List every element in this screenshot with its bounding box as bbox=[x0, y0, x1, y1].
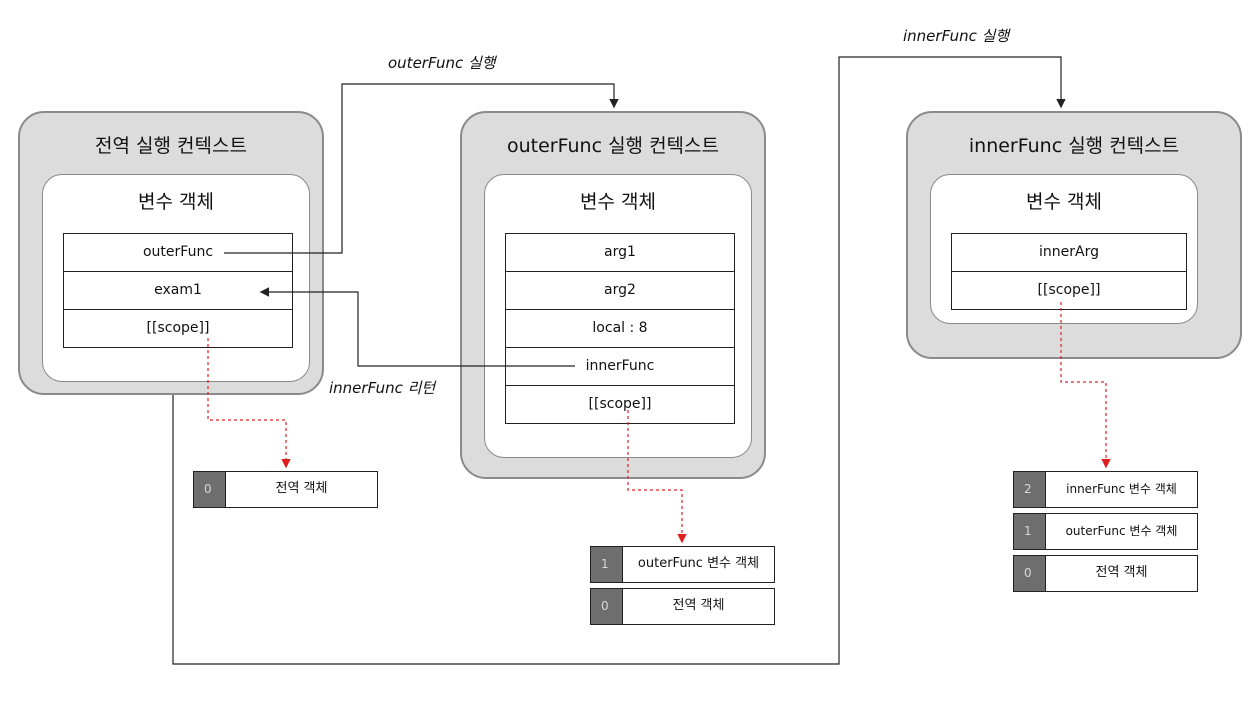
variable-row-arg1: arg1 bbox=[506, 234, 734, 272]
inner-exec-label: innerFunc 실행 bbox=[903, 27, 1010, 45]
variable-row-scope: [[scope]] bbox=[64, 310, 292, 348]
global-variable-object: 변수 객체 outerFunc exam1 [[scope]] bbox=[42, 174, 310, 382]
scope-chain-label: 전역 객체 bbox=[1095, 565, 1148, 580]
outer-variable-object-title: 변수 객체 bbox=[580, 191, 656, 213]
outer-exec-label: outerFunc 실행 bbox=[388, 54, 496, 72]
scope-chain-label: outerFunc 변수 객체 bbox=[637, 556, 760, 571]
scope-chain-item: 1 outerFunc 변수 객체 bbox=[1013, 513, 1198, 550]
scope-chain-label: outerFunc 변수 객체 bbox=[1065, 524, 1178, 538]
inner-variable-object-title: 변수 객체 bbox=[1026, 191, 1102, 213]
scope-chain-item: 0 전역 객체 bbox=[193, 471, 378, 508]
scope-chain-index: 0 bbox=[591, 589, 623, 624]
inner-variable-object: 변수 객체 innerArg [[scope]] bbox=[930, 174, 1198, 324]
inner-variable-table: innerArg [[scope]] bbox=[951, 233, 1187, 310]
scope-chain-label: 전역 객체 bbox=[275, 481, 328, 496]
outer-variable-table: arg1 arg2 local : 8 innerFunc [[scope]] bbox=[505, 233, 735, 424]
variable-row-innerArg: innerArg bbox=[952, 234, 1186, 272]
outer-scope-chain: 1 outerFunc 변수 객체 0 전역 객체 bbox=[590, 546, 775, 630]
inner-scope-chain: 2 innerFunc 변수 객체 1 outerFunc 변수 객체 0 전역… bbox=[1013, 471, 1198, 597]
scope-chain-item: 0 전역 객체 bbox=[1013, 555, 1198, 592]
scope-chain-index: 0 bbox=[1014, 556, 1046, 591]
global-scope-link bbox=[207, 338, 291, 469]
global-context-title: 전역 실행 컨텍스트 bbox=[95, 135, 247, 157]
scope-chain-item: 1 outerFunc 변수 객체 bbox=[590, 546, 775, 583]
scope-chain-item: 2 innerFunc 변수 객체 bbox=[1013, 471, 1198, 508]
variable-row-local: local : 8 bbox=[506, 310, 734, 348]
global-execution-context: 전역 실행 컨텍스트 변수 객체 outerFunc exam1 [[scope… bbox=[18, 111, 324, 395]
scope-chain-label: 전역 객체 bbox=[672, 598, 725, 613]
inner-scope-link bbox=[1060, 302, 1111, 469]
inner-execution-context: innerFunc 실행 컨텍스트 변수 객체 innerArg [[scope… bbox=[906, 111, 1242, 359]
scope-chain-index: 0 bbox=[194, 472, 226, 507]
scope-chain-item: 0 전역 객체 bbox=[590, 588, 775, 625]
variable-row-innerFunc: innerFunc bbox=[506, 348, 734, 386]
outer-scope-link bbox=[627, 410, 687, 544]
variable-row-scope: [[scope]] bbox=[506, 386, 734, 424]
scope-chain-index: 1 bbox=[1014, 514, 1046, 549]
scope-chain-index: 1 bbox=[591, 547, 623, 582]
variable-row-arg2: arg2 bbox=[506, 272, 734, 310]
variable-row-scope: [[scope]] bbox=[952, 272, 1186, 310]
scope-chain-label: innerFunc 변수 객체 bbox=[1066, 482, 1177, 496]
variable-row-outerFunc: outerFunc bbox=[64, 234, 292, 272]
global-variable-object-title: 변수 객체 bbox=[138, 191, 214, 213]
inner-return-label: innerFunc 리턴 bbox=[329, 379, 436, 397]
outer-execution-context: outerFunc 실행 컨텍스트 변수 객체 arg1 arg2 local … bbox=[460, 111, 766, 479]
inner-context-title: innerFunc 실행 컨텍스트 bbox=[968, 135, 1180, 157]
global-scope-chain: 0 전역 객체 bbox=[193, 471, 378, 513]
scope-chain-index: 2 bbox=[1014, 472, 1046, 507]
outer-variable-object: 변수 객체 arg1 arg2 local : 8 innerFunc [[sc… bbox=[484, 174, 752, 458]
inner-exec-arrow bbox=[172, 56, 1066, 665]
variable-row-exam1: exam1 bbox=[64, 272, 292, 310]
global-variable-table: outerFunc exam1 [[scope]] bbox=[63, 233, 293, 348]
outer-context-title: outerFunc 실행 컨텍스트 bbox=[507, 135, 719, 157]
inner-return-arrow bbox=[259, 287, 575, 367]
outer-exec-arrow bbox=[224, 83, 619, 254]
